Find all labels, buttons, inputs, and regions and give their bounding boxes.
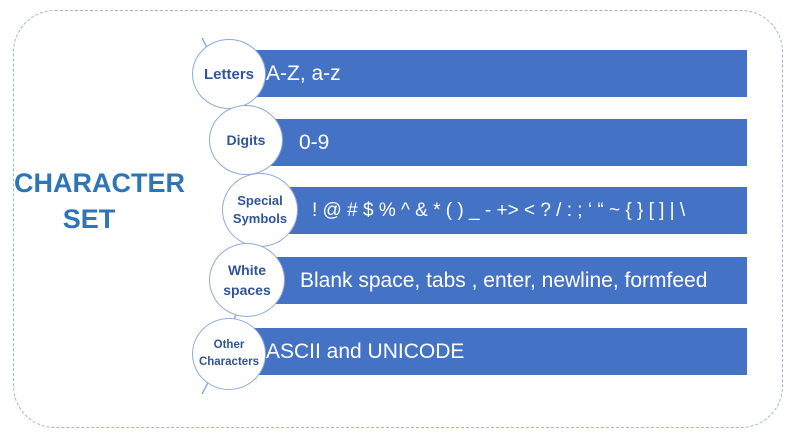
diagram-title: CHARACTER SET (14, 165, 185, 237)
label-other-line-2: Characters (198, 356, 260, 368)
label-digits: Digits (226, 132, 266, 148)
label-white-line-1: White (227, 262, 267, 278)
value-white-spaces: Blank space, tabs , enter, newline, form… (300, 268, 708, 292)
bar-other-characters: ASCII and UNICODE (246, 328, 747, 375)
title-line-2: SET (62, 204, 116, 234)
bar-digits: 0-9 (246, 119, 747, 166)
circle-special-symbols: Special Symbols (222, 173, 298, 247)
label-special-line-1: Special (237, 193, 283, 208)
label-letters: Letters (203, 65, 255, 83)
bar-letters: A-Z, a-z (246, 50, 747, 97)
circle-white-spaces: White spaces (209, 243, 285, 317)
value-letters: A-Z, a-z (266, 61, 341, 85)
circle-other-characters: Other Characters (192, 318, 266, 390)
bar-white-spaces: Blank space, tabs , enter, newline, form… (246, 257, 747, 304)
value-other-characters: ASCII and UNICODE (266, 339, 465, 363)
bar-special-symbols: ! @ # $ % ^ & * ( ) _ - +> < ? / : ; ‘ “… (246, 187, 747, 234)
circle-digits: Digits (209, 105, 283, 175)
label-white-line-2: spaces (223, 282, 271, 298)
label-special-line-2: Symbols (232, 211, 288, 226)
outer-frame (13, 10, 783, 428)
title-line-1: CHARACTER (14, 168, 185, 198)
value-special-symbols: ! @ # $ % ^ & * ( ) _ - +> < ? / : ; ‘ “… (312, 199, 686, 221)
label-other-line-1: Other (213, 339, 245, 351)
circle-letters: Letters (192, 39, 266, 109)
value-digits: 0-9 (299, 130, 330, 154)
